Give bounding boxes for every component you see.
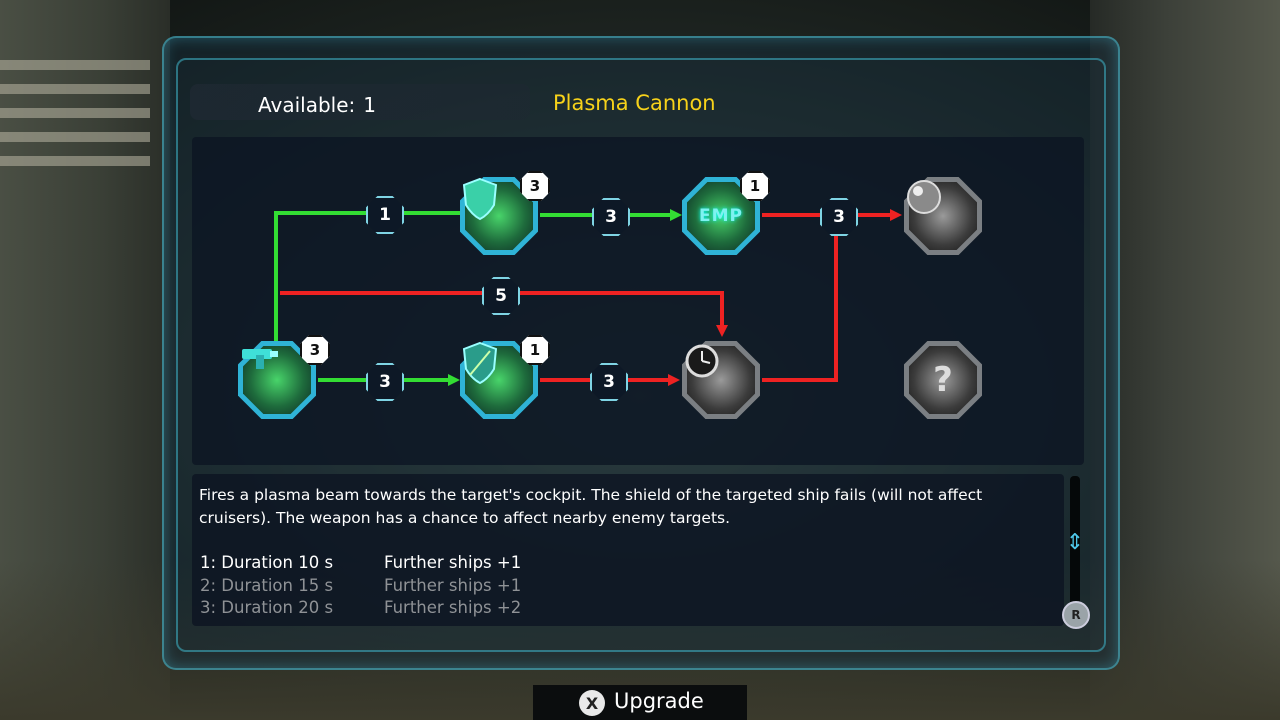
available-points: Available: 1 [258,93,376,117]
level-duration: 1: Duration 10 s [200,553,334,572]
node-sphere-upgrade[interactable] [904,177,982,255]
available-label: Available: [258,93,356,117]
level-badge: 3 [300,335,330,365]
sphere-icon [904,177,982,255]
cracked-shield-icon [460,341,538,419]
arrow-head [890,209,902,221]
cost-marker: 5 [482,277,520,315]
level-effect: Further ships +2 [384,598,522,617]
level-row: 2: Duration 15 s Further ships +1 [200,575,521,598]
node-timer-upgrade[interactable] [682,341,760,419]
description-scrollbar[interactable] [1070,476,1080,624]
arrow-head [716,325,728,337]
cost-marker: 3 [590,363,628,401]
cannon-icon [238,341,316,419]
cost-marker: 3 [366,363,404,401]
r-stick-icon[interactable]: R [1062,601,1090,629]
node-shield-upgrade[interactable]: 3 [460,171,550,255]
scroll-arrows-icon[interactable]: ⇕ [1065,530,1085,555]
description-panel: Fires a plasma beam towards the target's… [192,474,1064,626]
path-timer-to-sphere [762,217,838,382]
level-badge: 1 [740,171,770,201]
upgrade-window-inner-frame [176,58,1106,652]
arrow-head [448,374,460,386]
cost-marker: 3 [820,198,858,236]
level-badge: 3 [520,171,550,201]
path-cannon-to-timer [280,291,724,325]
available-value: 1 [363,93,376,117]
description-text: Fires a plasma beam towards the target's… [199,486,983,527]
level-duration: 2: Duration 15 s [200,575,334,595]
level-row: 3: Duration 20 s Further ships +2 [200,597,521,620]
arrow-head [670,209,682,221]
node-plasma-cannon[interactable]: 3 [238,335,330,419]
available-points-panel [190,84,530,120]
level-effect: Further ships +1 [384,575,522,595]
level-badge: 1 [520,335,550,365]
node-emp-upgrade[interactable]: EMP 1 [682,171,770,255]
node-core [909,346,977,414]
level-duration: 3: Duration 20 s [200,598,334,617]
question-icon: ? [933,360,953,400]
upgrade-button-label[interactable]: Upgrade [614,689,704,713]
node-unknown-upgrade[interactable]: ? [904,341,982,419]
weapon-title: Plasma Cannon [553,91,716,115]
clock-icon [682,341,760,419]
upgrade-prompt-bar [533,685,747,720]
node-cracked-shield-upgrade[interactable]: 1 [460,335,550,419]
x-button-icon[interactable]: X [579,690,605,716]
cost-marker: 3 [592,198,630,236]
emp-icon: EMP [699,206,743,226]
level-list: 1: Duration 10 s Further ships +1 2: Dur… [200,552,521,620]
level-effect: Further ships +1 [384,553,522,572]
cost-marker: 1 [366,196,404,234]
shield-icon [460,177,538,255]
arrow-head [668,374,680,386]
upgrade-tree: 3 3 EMP 1 1 [192,137,1084,465]
level-row: 1: Duration 10 s Further ships +1 [200,552,521,575]
